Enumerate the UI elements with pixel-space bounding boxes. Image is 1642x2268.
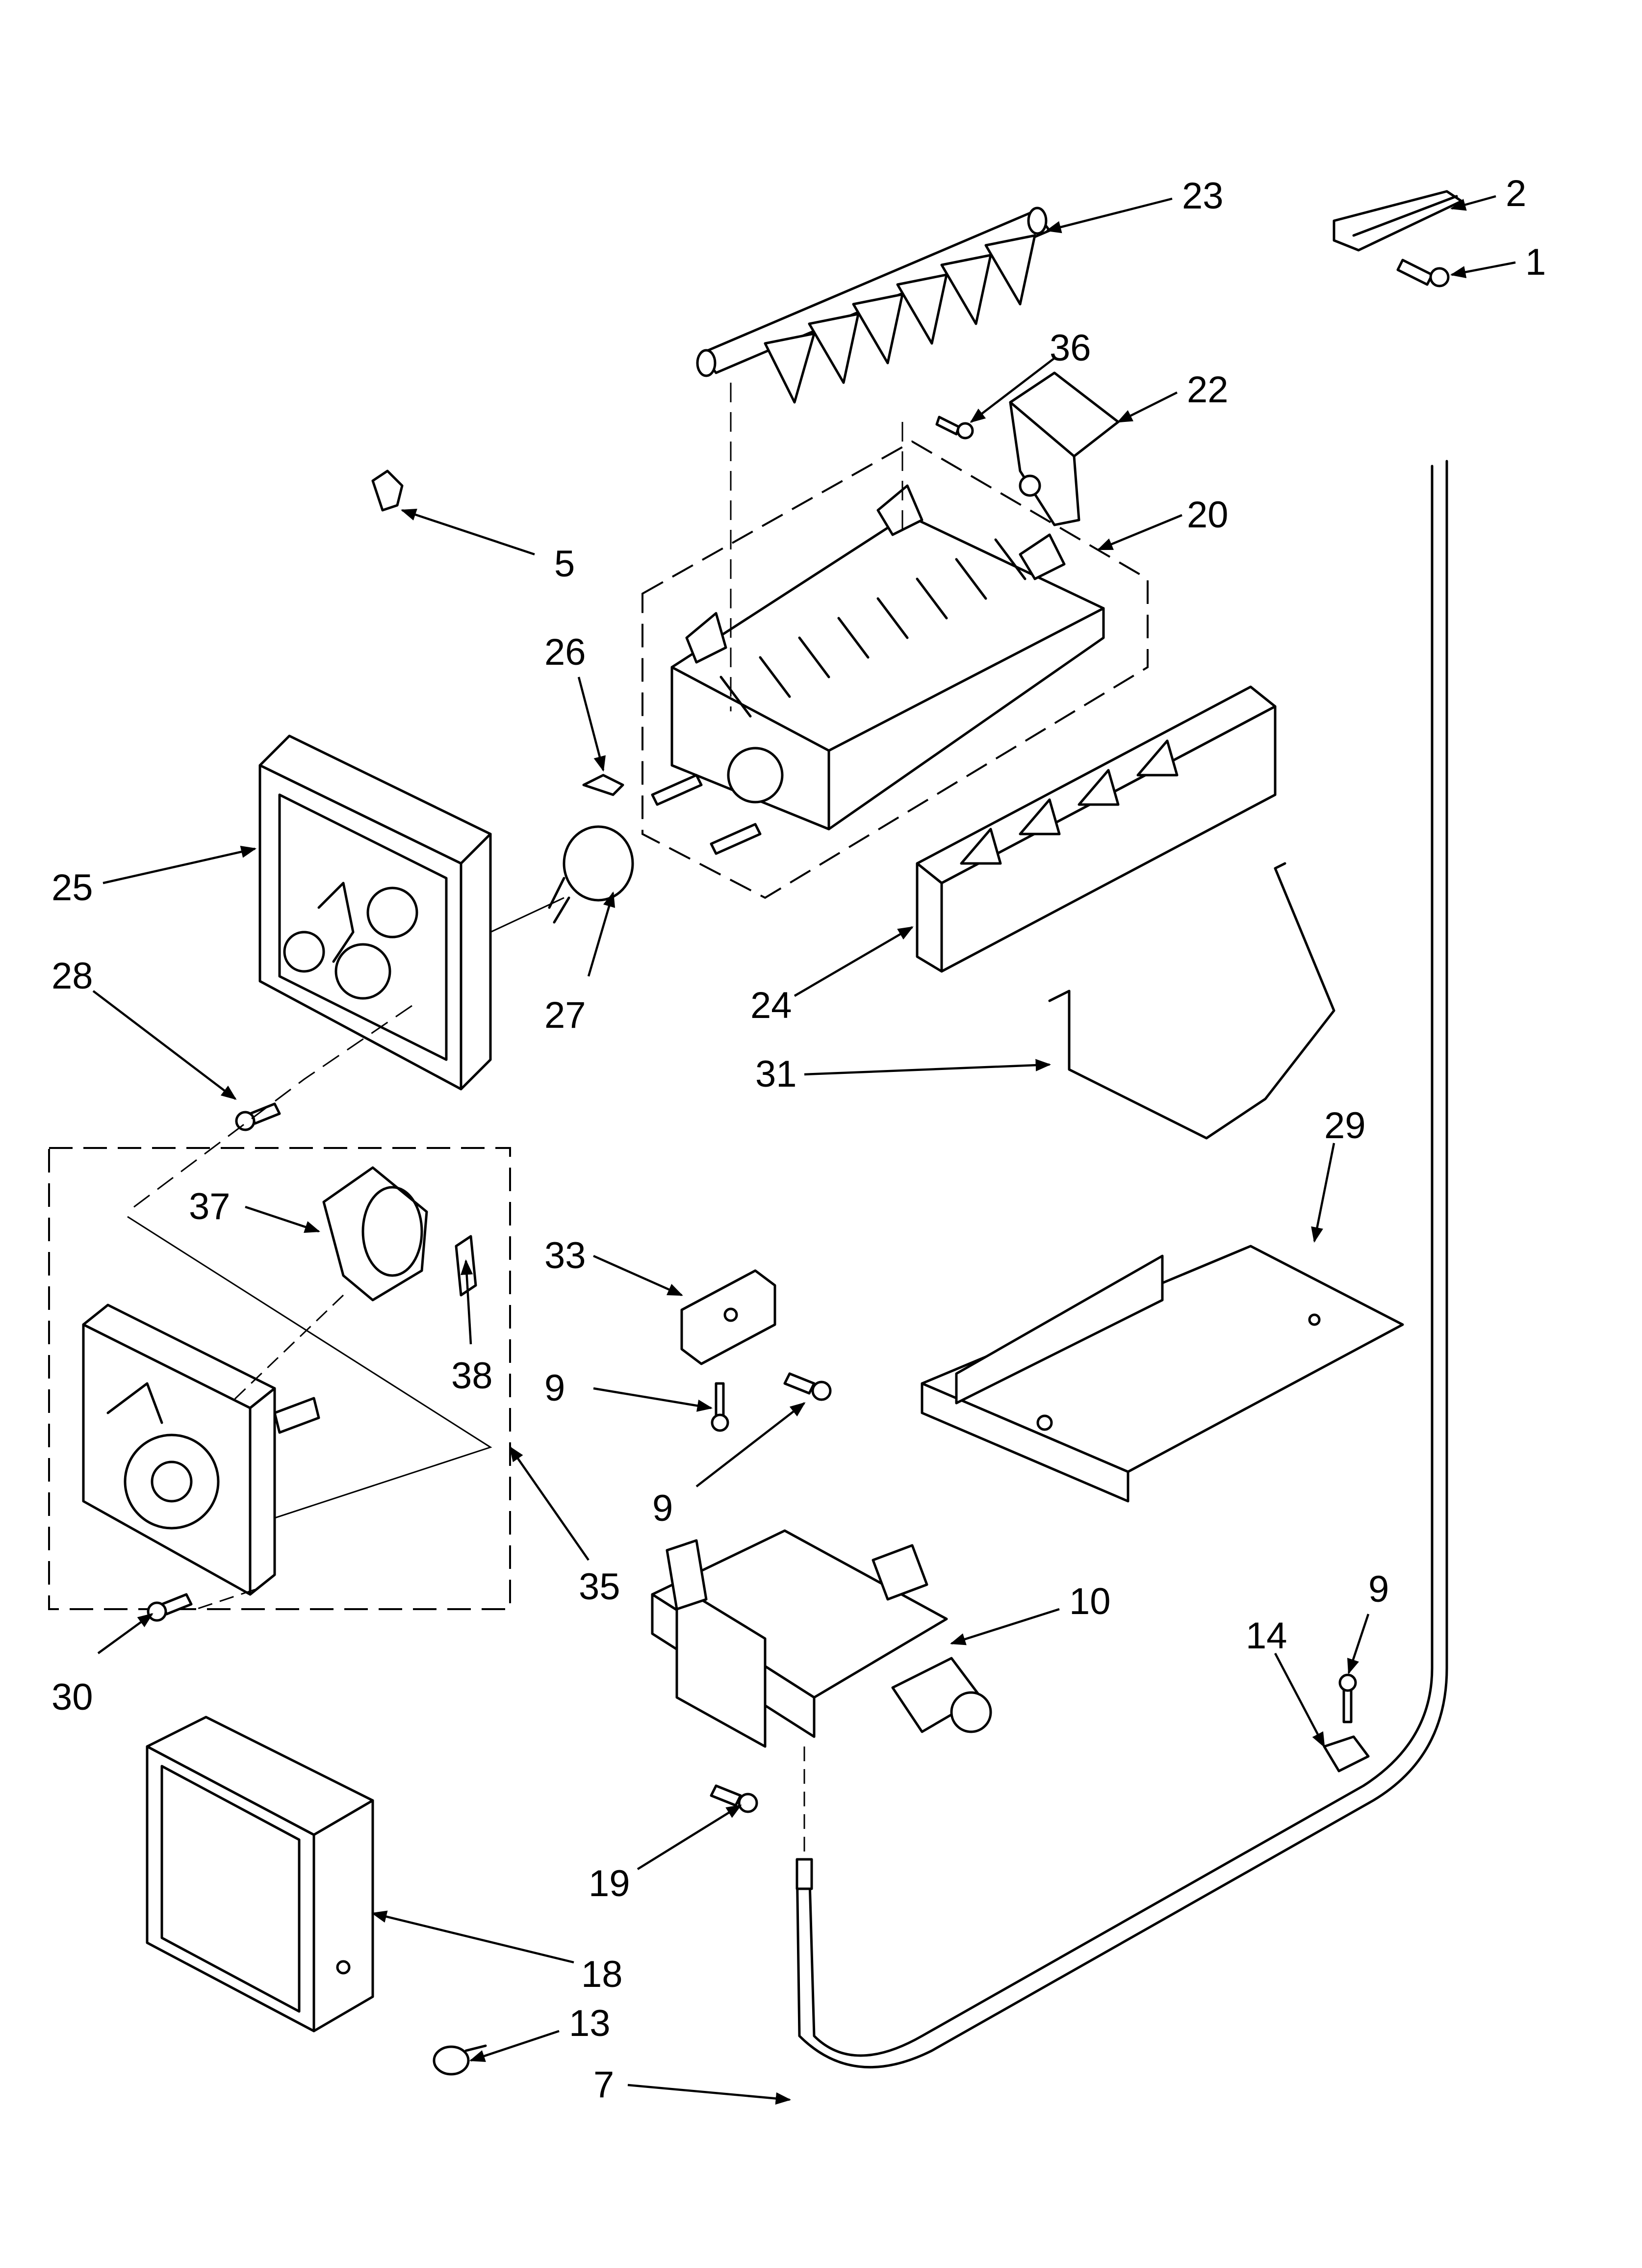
callout-20: 20 (1187, 494, 1229, 536)
callout-23: 23 (1182, 175, 1224, 217)
callout-28: 28 (51, 955, 93, 997)
callout-26: 26 (544, 631, 586, 673)
motor-assembly-box (48, 1147, 511, 1610)
callout-37: 37 (189, 1186, 231, 1227)
callout-9a: 9 (544, 1367, 565, 1409)
callout-31: 31 (755, 1053, 797, 1095)
water-valve-part (651, 1529, 992, 1748)
shutoff-arm-part (1048, 862, 1335, 1140)
leader-lines (92, 195, 1516, 2105)
callout-7: 7 (593, 2064, 614, 2106)
water-tube-part (795, 460, 1448, 2069)
motor-part (322, 1166, 428, 1302)
callout-19: 19 (589, 1863, 630, 1904)
ejector-part (696, 207, 1051, 404)
thermostat-part (548, 825, 634, 924)
callout-18: 18 (581, 1954, 623, 1995)
callout-36: 36 (1050, 327, 1091, 369)
callout-9b: 9 (652, 1487, 673, 1529)
callout-22: 22 (1187, 369, 1229, 411)
screw-part-19 (710, 1784, 758, 1813)
callout-2: 2 (1506, 173, 1526, 214)
callout-30: 30 (51, 1676, 93, 1718)
clip-part (371, 469, 404, 512)
clip-part-26 (582, 774, 624, 796)
callout-14: 14 (1246, 1615, 1287, 1657)
callout-27: 27 (544, 994, 586, 1036)
callout-13: 13 (569, 2003, 611, 2044)
callout-29: 29 (1324, 1105, 1366, 1147)
callout-10: 10 (1069, 1581, 1111, 1622)
callout-5: 5 (554, 543, 575, 585)
callout-38: 38 (451, 1355, 493, 1397)
screw-part-9a (711, 1382, 729, 1432)
clamp-part (1323, 1735, 1370, 1773)
callout-9c: 9 (1368, 1568, 1389, 1610)
control-module-part (82, 1303, 320, 1596)
screw-part-9c (1338, 1673, 1357, 1723)
cover-part (916, 685, 1277, 973)
callout-25: 25 (51, 867, 93, 909)
mold-part (641, 440, 1149, 899)
fill-cup-part (1009, 371, 1120, 526)
alignment-lines (127, 383, 903, 1610)
callout-labels: 23 2 1 36 22 5 20 26 25 28 27 24 31 29 3… (51, 173, 1546, 2106)
screw-part-1 (1396, 259, 1450, 287)
plug-part (433, 2044, 487, 2076)
callout-1: 1 (1525, 241, 1546, 283)
screw-part-30 (147, 1593, 193, 1622)
bracket-part (1333, 190, 1463, 252)
screw-part-36 (935, 416, 974, 440)
callout-24: 24 (750, 985, 792, 1026)
switch-bracket-part (680, 1269, 776, 1365)
front-cover-part (146, 1716, 374, 2033)
callout-33: 33 (544, 1235, 586, 1277)
screw-part-9b (783, 1372, 832, 1401)
plate-part (921, 1245, 1404, 1503)
control-housing-part (258, 734, 492, 1091)
callout-35: 35 (579, 1566, 620, 1608)
shaft-pins (651, 774, 762, 855)
